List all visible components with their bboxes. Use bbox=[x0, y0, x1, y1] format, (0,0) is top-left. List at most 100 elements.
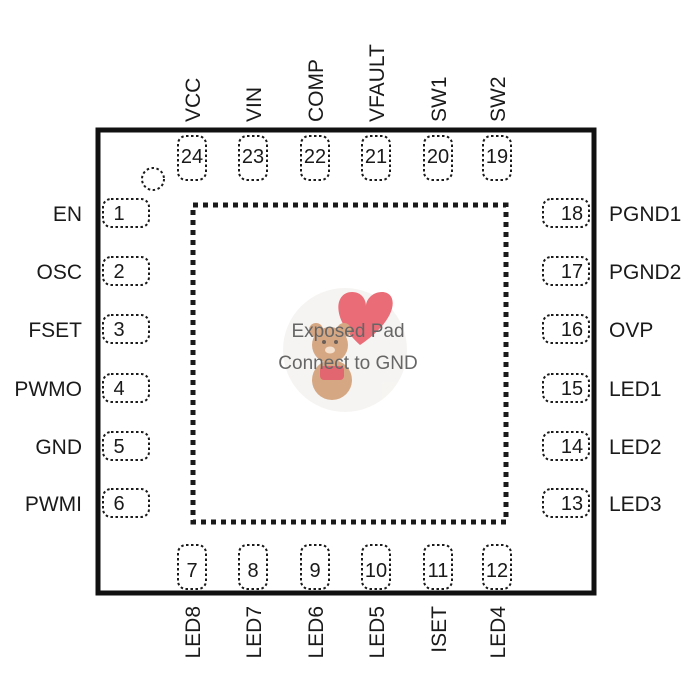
pin-number: 4 bbox=[113, 378, 124, 400]
pin-number: 21 bbox=[365, 146, 387, 168]
pin-label: PWMO bbox=[14, 378, 82, 401]
pin-number: 7 bbox=[186, 560, 197, 582]
pin-pad bbox=[482, 135, 512, 181]
pin-pad bbox=[102, 198, 150, 228]
pin-pad bbox=[482, 544, 512, 590]
pin-number: 13 bbox=[561, 493, 583, 515]
exposed-pad-line-2: Connect to GND bbox=[278, 353, 417, 374]
pin-pad bbox=[542, 314, 590, 344]
pin-2-osc: 2 OSC bbox=[36, 256, 150, 286]
pin-label: LED7 bbox=[243, 606, 266, 659]
pin-number: 16 bbox=[561, 319, 583, 341]
pin-21-vfault: 21 VFAULT bbox=[361, 44, 391, 181]
pin-pad bbox=[423, 135, 453, 181]
pin-pad bbox=[542, 373, 590, 403]
pin-label: LED4 bbox=[487, 606, 510, 659]
pin-pad bbox=[542, 431, 590, 461]
pin-14-led2: 14 LED2 bbox=[542, 431, 662, 461]
pin-label: GND bbox=[35, 436, 82, 459]
pin-number: 20 bbox=[427, 146, 449, 168]
pin-label: FSET bbox=[28, 319, 82, 342]
pin-13-led3: 13 LED3 bbox=[542, 488, 662, 518]
pin-number: 24 bbox=[181, 146, 203, 168]
pin-label: LED3 bbox=[609, 493, 662, 516]
pin-pad bbox=[361, 135, 391, 181]
pin-number: 3 bbox=[113, 319, 124, 341]
pin-17-pgnd2: 17 PGND2 bbox=[542, 256, 681, 286]
pin-number: 8 bbox=[247, 560, 258, 582]
pin-pad bbox=[177, 135, 207, 181]
pin-pad bbox=[361, 544, 391, 590]
pin-6-pwmi: 6 PWMI bbox=[25, 488, 150, 518]
pin-number: 22 bbox=[304, 146, 326, 168]
pin-pad bbox=[300, 544, 330, 590]
pin-label: COMP bbox=[305, 59, 328, 122]
pin-number: 19 bbox=[486, 146, 508, 168]
pin-20-sw1: 20 SW1 bbox=[423, 76, 453, 181]
pin-label: SW1 bbox=[428, 76, 451, 122]
pin-label: LED2 bbox=[609, 436, 662, 459]
pin-label: EN bbox=[53, 203, 82, 226]
pin-number: 9 bbox=[309, 560, 320, 582]
pin-number: 14 bbox=[561, 436, 583, 458]
pin-label: PGND2 bbox=[609, 261, 681, 284]
pin-number: 18 bbox=[561, 203, 583, 225]
pin-pad bbox=[102, 314, 150, 344]
pin-label: LED6 bbox=[305, 606, 328, 659]
pin-label: LED1 bbox=[609, 378, 662, 401]
pin-4-pwmo: 4 PWMO bbox=[14, 373, 150, 403]
pin-pad bbox=[300, 135, 330, 181]
pin-pad bbox=[542, 256, 590, 286]
pin-pad bbox=[423, 544, 453, 590]
pin-number: 17 bbox=[561, 261, 583, 283]
pin-pad bbox=[102, 256, 150, 286]
pin-label: SW2 bbox=[487, 76, 510, 122]
pin-pad bbox=[542, 198, 590, 228]
pin-pad bbox=[102, 431, 150, 461]
pin-3-fset: 3 FSET bbox=[28, 314, 150, 344]
pin-label: PWMI bbox=[25, 493, 82, 516]
pin-number: 5 bbox=[113, 436, 124, 458]
pins-layer: 1EN2OSC3FSET4PWMO5GND6PWMI7LED88LED79LED… bbox=[14, 44, 681, 659]
pin-label: VCC bbox=[182, 78, 205, 122]
pin-number: 11 bbox=[428, 560, 449, 582]
pin-24-vcc: 24 VCC bbox=[177, 78, 207, 181]
pin-pad bbox=[102, 373, 150, 403]
pin-5-gnd: 5 GND bbox=[35, 431, 150, 461]
pin-pad bbox=[542, 488, 590, 518]
pin-number: 2 bbox=[113, 261, 124, 283]
pin-pad bbox=[177, 544, 207, 590]
pin-23-vin: 23 VIN bbox=[238, 87, 268, 181]
pin-number: 1 bbox=[113, 203, 124, 225]
pin1-marker bbox=[141, 167, 165, 191]
exposed-pad-line-1: Exposed Pad bbox=[291, 321, 404, 342]
pin-pad bbox=[238, 544, 268, 590]
pin-number: 12 bbox=[486, 560, 508, 582]
pin-number: 15 bbox=[561, 378, 583, 400]
pin-label: OSC bbox=[36, 261, 82, 284]
pin-18-pgnd1: 18 PGND1 bbox=[542, 198, 681, 228]
pin-22-comp: 22 COMP bbox=[300, 59, 330, 181]
pin-19-sw2: 19 SW2 bbox=[482, 76, 512, 181]
pin-15-led1: 15 LED1 bbox=[542, 373, 662, 403]
pin-label: OVP bbox=[609, 319, 653, 342]
pin-pad bbox=[238, 135, 268, 181]
pin-pad bbox=[102, 488, 150, 518]
pin-label: LED8 bbox=[182, 606, 205, 659]
pin-number: 23 bbox=[242, 146, 264, 168]
pin-label: VFAULT bbox=[366, 44, 389, 122]
pin-16-ovp: 16 OVP bbox=[542, 314, 653, 344]
pin-label: LED5 bbox=[366, 606, 389, 659]
pin-number: 10 bbox=[365, 560, 387, 582]
pin-label: VIN bbox=[243, 87, 266, 122]
pin-number: 6 bbox=[113, 493, 124, 515]
pin-label: ISET bbox=[428, 606, 451, 653]
pin-1-en: 1 EN bbox=[53, 198, 150, 228]
pin-label: PGND1 bbox=[609, 203, 681, 226]
